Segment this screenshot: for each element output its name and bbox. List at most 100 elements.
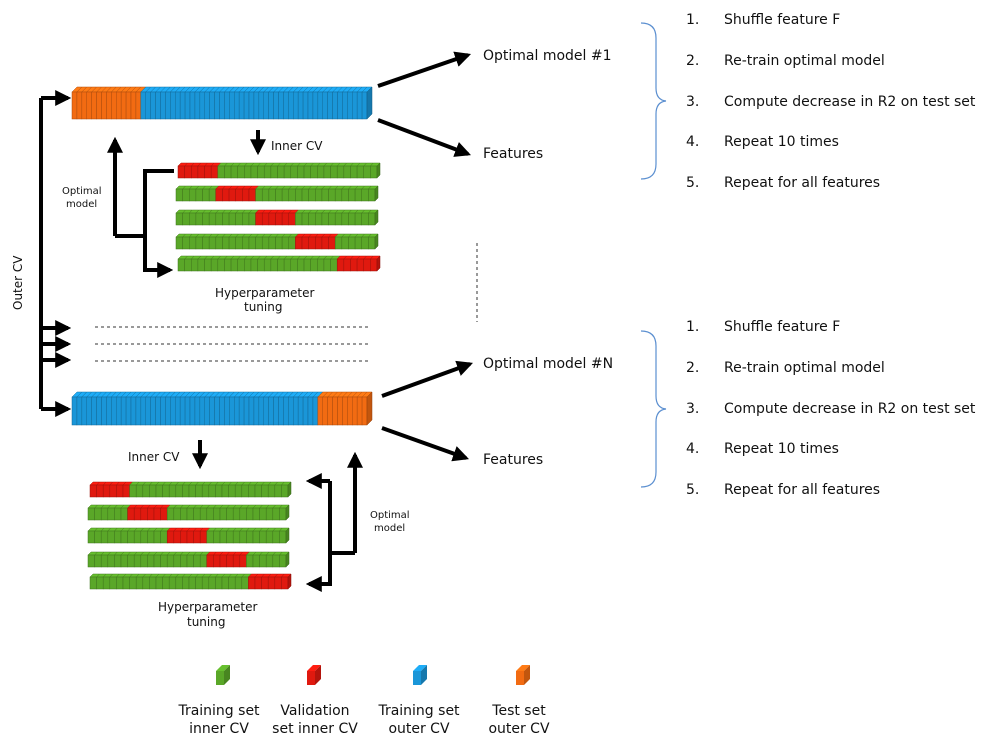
bar-cell xyxy=(145,396,151,426)
top-step-text: Re-train optimal model xyxy=(724,53,885,69)
bar-cell xyxy=(133,554,142,568)
bar-cell xyxy=(352,396,358,426)
bar-cell xyxy=(261,188,270,202)
bar-cell xyxy=(228,576,236,590)
bar-cell xyxy=(91,91,97,120)
bar-cell xyxy=(303,258,311,272)
bar-cell xyxy=(130,396,137,426)
bar-cell xyxy=(268,91,274,120)
bar-cell xyxy=(228,212,236,226)
bar-cell xyxy=(184,258,192,272)
bar-cell xyxy=(224,258,232,272)
bar-cell xyxy=(242,188,250,202)
bar-cell xyxy=(242,212,250,226)
bar-cell xyxy=(87,530,95,544)
bottom-steps-list: 1. Shuffle feature F 2. Re-train optimal… xyxy=(686,319,976,498)
legend-label-line2: set inner CV xyxy=(272,721,358,737)
bar-cell xyxy=(193,530,201,544)
bar-cell xyxy=(308,212,316,226)
bar-cell xyxy=(248,91,255,120)
bar-cell xyxy=(279,554,287,568)
bar-cell xyxy=(254,576,262,590)
bar-cell xyxy=(140,396,146,426)
bar-cell xyxy=(224,165,232,179)
bar-cell xyxy=(243,396,250,426)
bar-cell xyxy=(248,188,256,202)
top-hyperparameter-label-1: Hyperparameter xyxy=(215,286,314,300)
bar-cell xyxy=(182,576,190,590)
bar-cell xyxy=(263,165,272,179)
bar-cell xyxy=(153,530,161,544)
bar-cell xyxy=(270,258,278,272)
bar-cell xyxy=(270,165,278,179)
bar-cell xyxy=(265,530,274,544)
bar-cell xyxy=(361,396,368,426)
bar-cell xyxy=(116,396,122,426)
bar-cell xyxy=(334,188,343,202)
bottom-step-text: Shuffle feature F xyxy=(724,319,840,335)
bar-cell xyxy=(281,188,290,202)
top-hyperparameter-label-2: tuning xyxy=(244,300,282,314)
bar-cell xyxy=(135,484,144,498)
bar-cell xyxy=(173,507,181,521)
bar-cell xyxy=(327,91,333,120)
bar-cell xyxy=(179,396,186,426)
bar-cell xyxy=(356,396,363,426)
bottom-step-text: Repeat 10 times xyxy=(724,441,839,457)
bar-cell xyxy=(272,507,280,521)
bar-cell xyxy=(86,91,92,120)
bar-cell xyxy=(295,236,303,250)
bar-cell xyxy=(235,236,243,250)
bar-cell xyxy=(239,554,247,568)
bar-cell xyxy=(168,576,177,590)
bar-cell xyxy=(215,212,223,226)
legend-swatch xyxy=(216,665,230,685)
bar-cell xyxy=(244,258,252,272)
bar-cell xyxy=(111,396,117,426)
bar-cell xyxy=(210,258,219,272)
bar-cell xyxy=(96,484,104,498)
bar-cell xyxy=(89,576,97,590)
legend-swatch xyxy=(516,665,530,685)
bar-cell xyxy=(129,484,137,498)
bar-cell xyxy=(263,91,269,120)
top-step-text: Shuffle feature F xyxy=(724,12,840,28)
bar-cell xyxy=(125,91,132,120)
bar-cell xyxy=(114,507,122,521)
bar-cell xyxy=(297,91,304,120)
top-step-text: Repeat for all features xyxy=(724,175,880,191)
legend-label-line2: inner CV xyxy=(189,721,249,737)
bar-cell xyxy=(242,236,250,250)
bar-cell xyxy=(208,212,217,226)
bottom-step-num: 1. xyxy=(686,319,699,335)
bar-cell xyxy=(273,396,279,426)
outer-cv-label: Outer CV xyxy=(11,255,25,310)
top-output-model: Optimal model #1 xyxy=(483,48,612,64)
bar-cell xyxy=(350,258,358,272)
outer-fold-bar-first xyxy=(71,86,373,120)
bar-cell xyxy=(133,507,142,521)
bar-cell xyxy=(129,576,137,590)
bar-cell xyxy=(184,396,191,426)
bar-cell xyxy=(100,554,109,568)
bar-cell xyxy=(194,396,201,426)
bar-cell xyxy=(255,236,263,250)
bar-side xyxy=(285,551,290,568)
bar-cell xyxy=(81,396,88,426)
bar-cell xyxy=(297,396,304,426)
inner-cv-bar-top xyxy=(175,185,379,202)
bar-cell xyxy=(303,165,311,179)
dotted-separators xyxy=(95,243,478,362)
bar-cell xyxy=(277,165,285,179)
bar-cell xyxy=(368,236,376,250)
bar-cell xyxy=(361,188,369,202)
bar-cell xyxy=(239,530,247,544)
bar-cell xyxy=(246,554,254,568)
bar-cell xyxy=(140,507,148,521)
legend-swatch-front xyxy=(516,671,524,685)
bar-cell xyxy=(202,212,210,226)
bar-cell xyxy=(283,258,292,272)
bar-cell xyxy=(288,236,296,250)
bar-cell xyxy=(328,212,336,226)
bar-cell xyxy=(263,396,269,426)
